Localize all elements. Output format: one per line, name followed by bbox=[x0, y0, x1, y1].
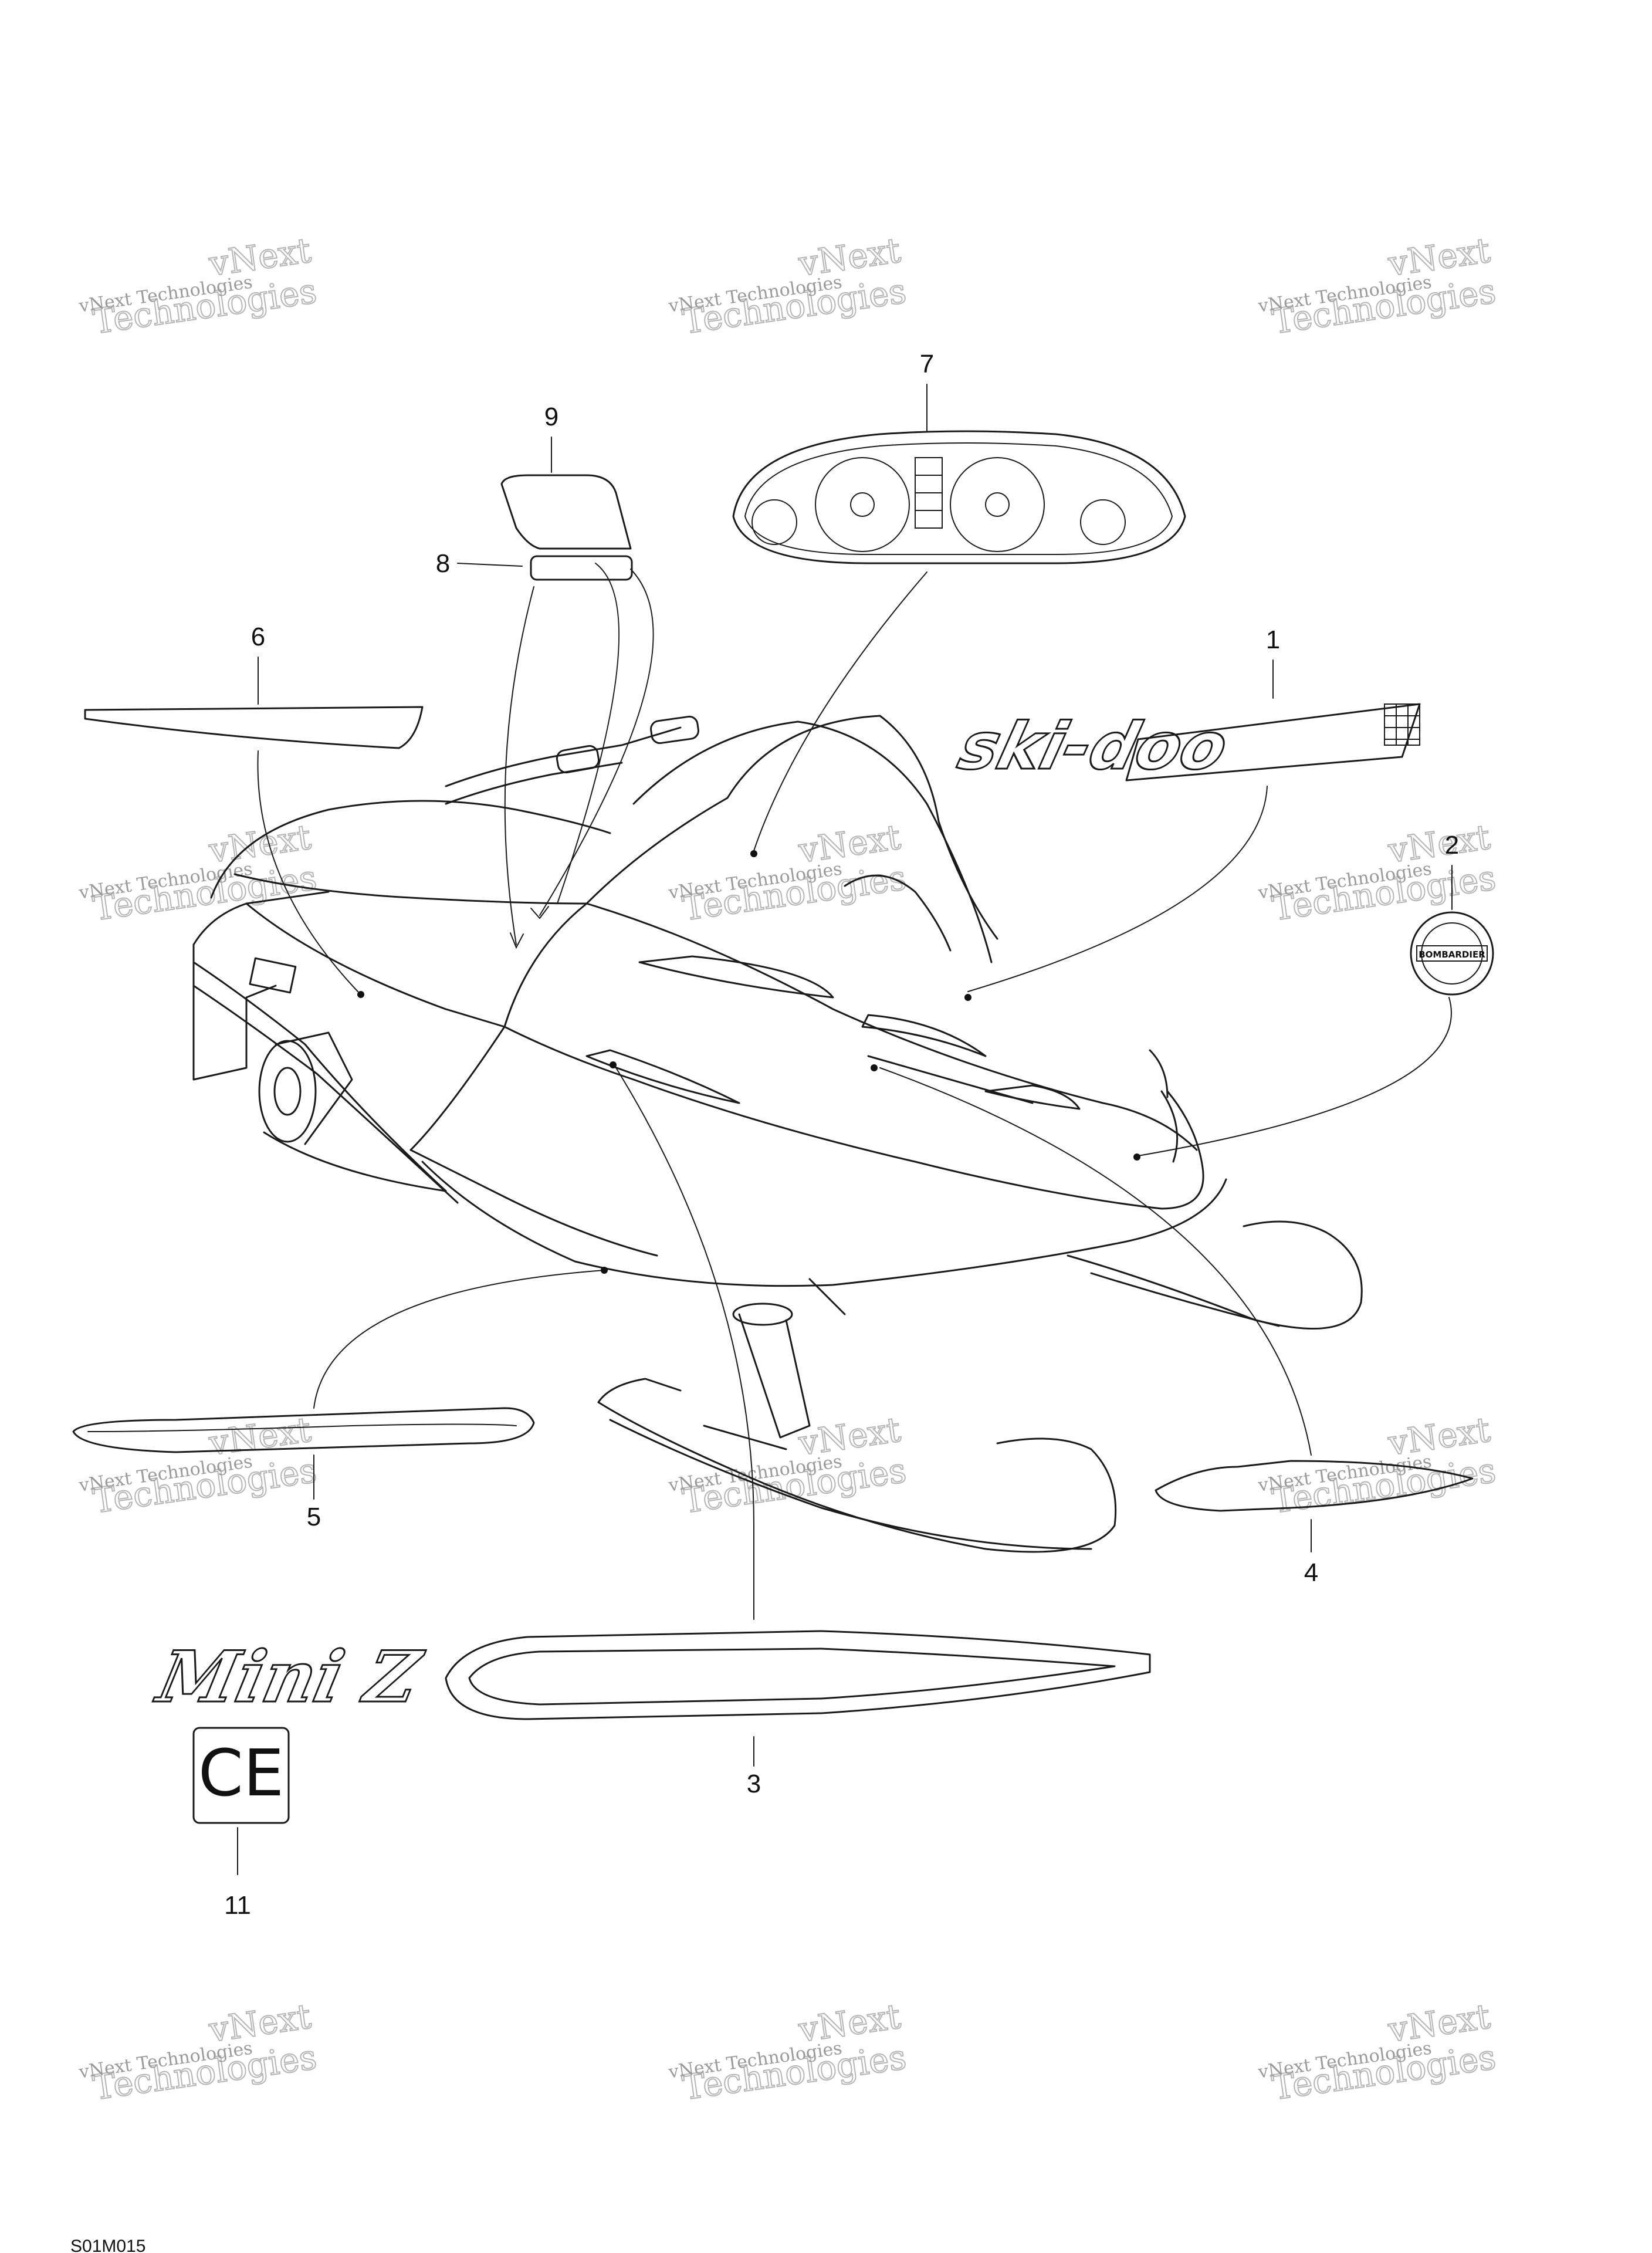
callout-1: 1 bbox=[1266, 625, 1280, 654]
decal-8-badge bbox=[530, 555, 633, 581]
svg-text:Mini Z: Mini Z bbox=[149, 1635, 430, 1718]
callout-5: 5 bbox=[307, 1503, 321, 1531]
callout-6: 6 bbox=[251, 623, 265, 651]
snowmobile-drawing bbox=[192, 715, 1363, 1553]
watermark-mid-center: vNext Technologies vNext Technologies bbox=[667, 816, 909, 929]
svg-text:ski-doo: ski-doo bbox=[952, 709, 1235, 784]
decal-7-gauge-face bbox=[732, 430, 1186, 564]
decal-2-medallion: BOMBARDIER bbox=[1410, 911, 1494, 996]
decal-9-windshield bbox=[500, 474, 632, 550]
leader-lines bbox=[237, 384, 1453, 1875]
left-mini-gauge bbox=[751, 499, 797, 545]
watermark-bottom-right: vNext Technologies vNext Technologies bbox=[1257, 1995, 1499, 2108]
drawing-code: S01M015 bbox=[70, 2237, 145, 2253]
decal-11-ce-mark: CE bbox=[192, 1727, 290, 1824]
watermark-low-right: vNext Technologies vNext Technologies bbox=[1257, 1409, 1499, 1521]
watermark-bottom-center: vNext Technologies vNext Technologies bbox=[667, 1995, 909, 2108]
checker-flag-icon bbox=[1384, 703, 1420, 746]
svg-text:CE: CE bbox=[198, 1736, 284, 1811]
watermark-mid-left: vNext Technologies vNext Technologies bbox=[77, 816, 320, 929]
watermark-top-right: vNext Technologies vNext Technologies bbox=[1257, 229, 1499, 342]
callout-3: 3 bbox=[747, 1770, 761, 1798]
callout-11: 11 bbox=[224, 1891, 251, 1920]
rear-wheel bbox=[258, 1040, 317, 1143]
svg-text:BOMBARDIER: BOMBARDIER bbox=[1419, 949, 1485, 960]
watermark-low-center: vNext Technologies vNext Technologies bbox=[667, 1409, 909, 1521]
callout-2: 2 bbox=[1445, 831, 1459, 860]
decal-6-strip bbox=[84, 706, 424, 749]
watermark-top-left: vNext Technologies vNext Technologies bbox=[77, 229, 320, 342]
watermark-low-left: vNext Technologies vNext Technologies bbox=[77, 1409, 320, 1521]
right-mini-gauge bbox=[1080, 499, 1126, 545]
callout-7: 7 bbox=[920, 350, 934, 378]
watermark-bottom-left: vNext Technologies vNext Technologies bbox=[77, 1995, 320, 2108]
callout-9: 9 bbox=[544, 402, 558, 431]
callout-8: 8 bbox=[436, 549, 450, 578]
decal-3-mini-z: Mini Z bbox=[148, 1630, 1151, 1720]
watermark-top-center: vNext Technologies vNext Technologies bbox=[667, 229, 909, 342]
decal-1-skidoo-logo: ski-doo bbox=[950, 703, 1421, 785]
callout-4: 4 bbox=[1304, 1558, 1318, 1587]
decal-5-side-strip bbox=[72, 1407, 535, 1453]
speedometer-dial bbox=[815, 457, 910, 552]
tachometer-dial bbox=[950, 457, 1045, 552]
decal-4-strip bbox=[1155, 1460, 1474, 1512]
